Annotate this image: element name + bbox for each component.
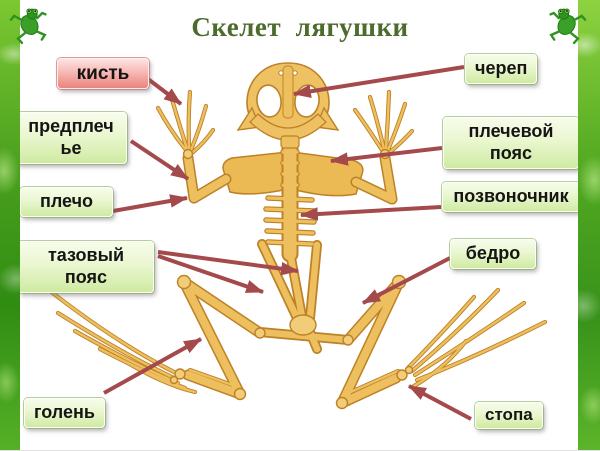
label-plecho: плечо: [20, 187, 113, 217]
label-tazovyy-poyas: тазовый пояс: [18, 241, 154, 293]
slide-title: Скелет лягушки: [191, 12, 409, 42]
label-golen: голень: [24, 398, 105, 428]
label-predpleche: предплечье: [15, 112, 127, 164]
frog-icon: [549, 8, 587, 45]
label-stopa: стопа: [475, 402, 543, 429]
frog-icon: [9, 8, 47, 45]
left-border-decoration: [0, 0, 20, 450]
label-pozvonochnik: позвоночник: [442, 182, 580, 212]
label-bedro: бедро: [450, 239, 536, 269]
label-plechevoy-poyas: плечевой пояс: [443, 117, 579, 169]
label-kist: кисть: [57, 58, 149, 90]
label-cherep: череп: [465, 54, 538, 84]
right-border-decoration: [578, 0, 600, 450]
